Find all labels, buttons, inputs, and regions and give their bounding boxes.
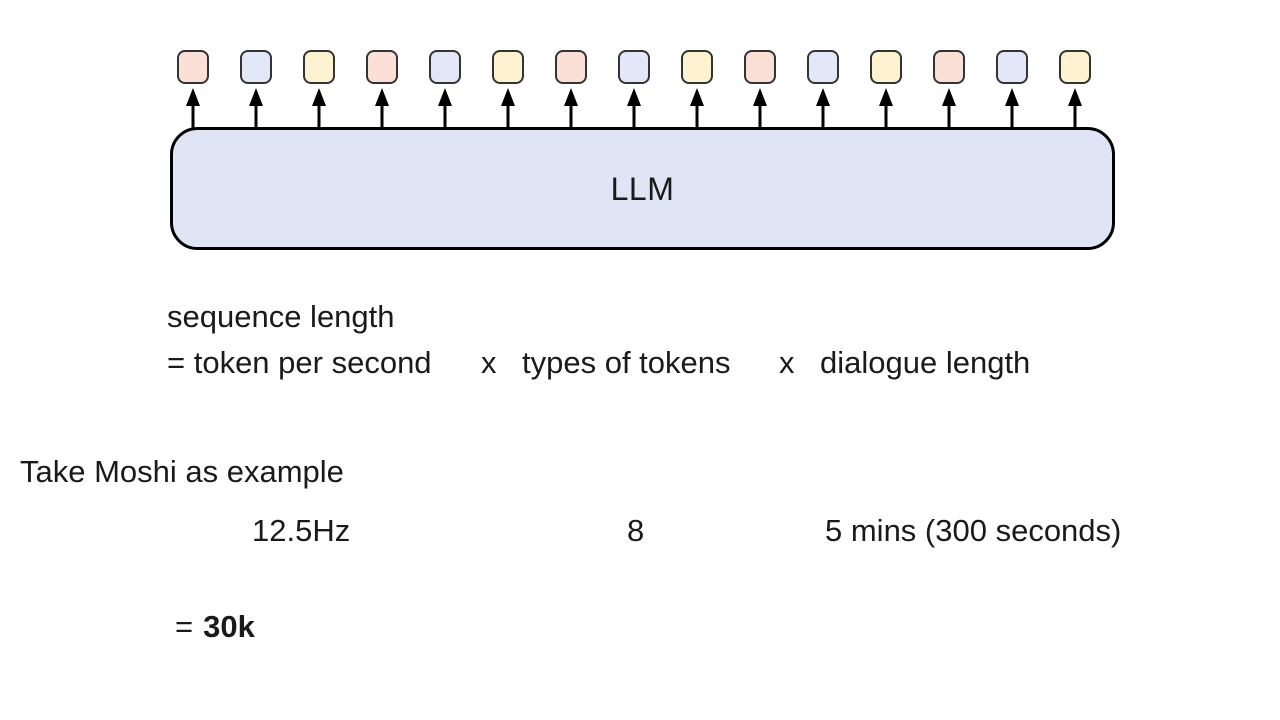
example-heading: Take Moshi as example — [20, 454, 344, 489]
formula-multiply-sign-1: x — [481, 345, 497, 380]
up-arrow-head-icon — [186, 88, 200, 106]
token-square — [933, 50, 965, 84]
formula-multiply-sign-2: x — [779, 345, 795, 380]
result-line: = 30k — [175, 607, 255, 647]
token-square — [807, 50, 839, 84]
up-arrow-head-icon — [375, 88, 389, 106]
token-square — [240, 50, 272, 84]
up-arrow-head-icon — [564, 88, 578, 106]
up-arrow-head-icon — [312, 88, 326, 106]
token-square — [492, 50, 524, 84]
token-square — [429, 50, 461, 84]
up-arrow-head-icon — [690, 88, 704, 106]
up-arrow-head-icon — [1005, 88, 1019, 106]
token-square — [618, 50, 650, 84]
value-dialogue-length: 5 mins (300 seconds) — [825, 513, 1122, 548]
formula-types-of-tokens: types of tokens — [522, 345, 731, 380]
up-arrow-head-icon — [249, 88, 263, 106]
token-square — [996, 50, 1028, 84]
token-square — [870, 50, 902, 84]
token-square — [303, 50, 335, 84]
up-arrow-head-icon — [627, 88, 641, 106]
result-value: 30k — [203, 609, 255, 644]
value-token-per-second: 12.5Hz — [252, 513, 351, 548]
up-arrow-head-icon — [501, 88, 515, 106]
up-arrow-head-icon — [1068, 88, 1082, 106]
token-square — [555, 50, 587, 84]
token-diagram — [170, 50, 1115, 250]
value-types-of-tokens: 8 — [627, 513, 645, 548]
formula-line-1: sequence length — [167, 299, 395, 334]
token-square — [366, 50, 398, 84]
llm-box — [170, 127, 1115, 250]
up-arrow-head-icon — [753, 88, 767, 106]
up-arrow-head-icon — [942, 88, 956, 106]
token-square — [177, 50, 209, 84]
result-equals-sign: = — [175, 609, 194, 644]
token-square — [681, 50, 713, 84]
token-square — [1059, 50, 1091, 84]
up-arrow-head-icon — [438, 88, 452, 106]
token-square — [744, 50, 776, 84]
up-arrow-head-icon — [879, 88, 893, 106]
formula-dialogue-length: dialogue length — [820, 345, 1031, 380]
up-arrow-head-icon — [816, 88, 830, 106]
formula-token-per-second: = token per second — [167, 345, 432, 380]
llm-box-label: LLM — [610, 170, 675, 207]
